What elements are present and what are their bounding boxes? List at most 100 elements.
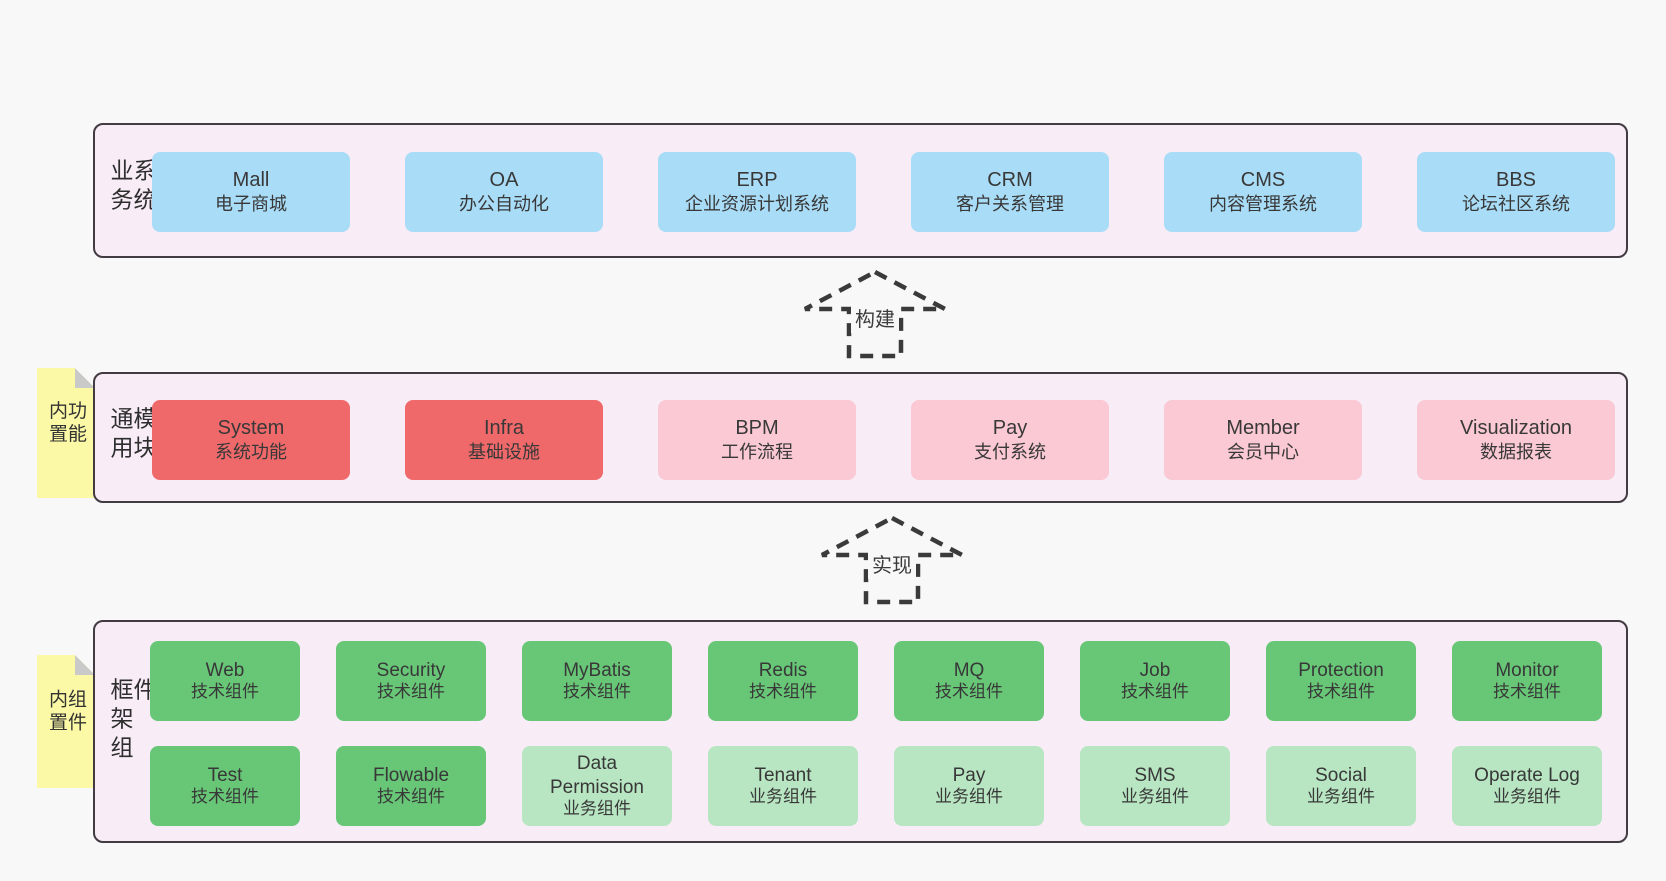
box-title: Infra (483, 417, 525, 440)
box-title: Data Permission (550, 753, 644, 798)
box-crm: CRM 客户关系管理 (911, 152, 1109, 232)
box-title: OA (489, 169, 519, 192)
box-title: BPM (735, 417, 779, 440)
box-system: System 系统功能 (152, 400, 350, 480)
box-subtitle: 系统功能 (215, 442, 287, 463)
box-title: Tenant (754, 765, 812, 787)
box-title: ERP (736, 169, 778, 192)
modules-box-row: System 系统功能 Infra 基础设施 BPM 工作流程 Pay 支付系统… (152, 400, 1615, 480)
box-subtitle: 数据报表 (1480, 442, 1552, 463)
box-subtitle: 会员中心 (1227, 442, 1299, 463)
box-subtitle: 业务组件 (1493, 787, 1561, 807)
box-mq: MQ 技术组件 (894, 641, 1044, 721)
band-business-systems: 业务系统 Mall 电子商城 OA 办公自动化 ERP 企业资源计划系统 CRM… (93, 123, 1628, 258)
box-flowable: Flowable 技术组件 (336, 746, 486, 826)
box-title: MQ (953, 660, 985, 682)
business-box-row: Mall 电子商城 OA 办公自动化 ERP 企业资源计划系统 CRM 客户关系… (152, 152, 1615, 232)
box-title: Pay (992, 417, 1028, 440)
box-title: Monitor (1495, 660, 1559, 682)
band-label: 业务系统 (107, 157, 156, 216)
box-subtitle: 办公自动化 (459, 194, 549, 215)
box-subtitle: 业务组件 (1307, 787, 1375, 807)
box-title: Protection (1298, 660, 1384, 682)
box-tenant: Tenant 业务组件 (708, 746, 858, 826)
box-oa: OA 办公自动化 (405, 152, 603, 232)
box-bpm: BPM 工作流程 (658, 400, 856, 480)
note-fold-corner (75, 368, 95, 388)
box-title: Mall (232, 169, 270, 192)
box-title: Redis (758, 660, 808, 682)
box-mybatis: MyBatis 技术组件 (522, 641, 672, 721)
box-member: Member 会员中心 (1164, 400, 1362, 480)
box-title: Web (205, 660, 245, 682)
note-fold-corner (75, 655, 95, 675)
components-row-1: Web 技术组件 Security 技术组件 MyBatis 技术组件 Redi… (150, 641, 1602, 721)
box-sms: SMS 业务组件 (1080, 746, 1230, 826)
box-subtitle: 业务组件 (749, 787, 817, 807)
box-data-permission: Data Permission 业务组件 (522, 746, 672, 826)
box-subtitle: 基础设施 (468, 442, 540, 463)
box-subtitle: 支付系统 (974, 442, 1046, 463)
box-cms: CMS 内容管理系统 (1164, 152, 1362, 232)
box-pay-component: Pay 业务组件 (894, 746, 1044, 826)
band-label: 通用模块 (107, 405, 156, 464)
box-subtitle: 企业资源计划系统 (685, 194, 829, 215)
box-subtitle: 技术组件 (1493, 682, 1561, 702)
arrow-label: 构建 (851, 302, 899, 333)
box-title: Test (207, 765, 243, 787)
box-subtitle: 论坛社区系统 (1462, 194, 1570, 215)
box-visualization: Visualization 数据报表 (1417, 400, 1615, 480)
box-mall: Mall 电子商城 (152, 152, 350, 232)
box-title: Operate Log (1474, 765, 1580, 787)
band-common-modules: 通用模块 System 系统功能 Infra 基础设施 BPM 工作流程 Pay… (93, 372, 1628, 503)
sticky-note-built-in-features: 内置功能 (37, 368, 95, 498)
arrow-build: 构建 (800, 268, 950, 360)
box-subtitle: 业务组件 (563, 798, 631, 818)
box-social: Social 业务组件 (1266, 746, 1416, 826)
box-title: MyBatis (563, 660, 631, 682)
box-title: Security (376, 660, 446, 682)
box-subtitle: 技术组件 (935, 682, 1003, 702)
box-subtitle: 技术组件 (377, 682, 445, 702)
box-security: Security 技术组件 (336, 641, 486, 721)
box-monitor: Monitor 技术组件 (1452, 641, 1602, 721)
box-title: BBS (1495, 169, 1537, 192)
box-title: CRM (987, 169, 1033, 192)
box-title: SMS (1134, 765, 1176, 787)
box-title: Job (1139, 660, 1171, 682)
box-subtitle: 技术组件 (1121, 682, 1189, 702)
box-protection: Protection 技术组件 (1266, 641, 1416, 721)
box-redis: Redis 技术组件 (708, 641, 858, 721)
box-title: Flowable (372, 765, 450, 787)
box-subtitle: 客户关系管理 (956, 194, 1064, 215)
box-operate-log: Operate Log 业务组件 (1452, 746, 1602, 826)
box-subtitle: 技术组件 (191, 682, 259, 702)
box-job: Job 技术组件 (1080, 641, 1230, 721)
box-title: CMS (1240, 169, 1286, 192)
band-framework-components: 框架组件 Web 技术组件 Security 技术组件 MyBatis 技术组件… (93, 620, 1628, 843)
box-subtitle: 技术组件 (749, 682, 817, 702)
components-row-2: Test 技术组件 Flowable 技术组件 Data Permission … (150, 746, 1602, 826)
arrow-label: 实现 (868, 548, 916, 579)
note-label: 内置组件 (46, 688, 86, 735)
box-subtitle: 电子商城 (215, 194, 287, 215)
note-label: 内置功能 (46, 400, 86, 447)
box-subtitle: 内容管理系统 (1209, 194, 1317, 215)
box-title: System (217, 417, 285, 440)
box-title: Member (1226, 417, 1300, 440)
sticky-note-built-in-components: 内置组件 (37, 655, 95, 788)
box-subtitle: 技术组件 (191, 787, 259, 807)
box-subtitle: 技术组件 (563, 682, 631, 702)
box-title: Visualization (1460, 417, 1572, 440)
box-title: Pay (952, 765, 986, 787)
box-web: Web 技术组件 (150, 641, 300, 721)
band-label: 框架组件 (107, 676, 156, 764)
box-subtitle: 技术组件 (1307, 682, 1375, 702)
box-subtitle: 工作流程 (721, 442, 793, 463)
box-subtitle: 技术组件 (377, 787, 445, 807)
box-erp: ERP 企业资源计划系统 (658, 152, 856, 232)
arrow-implement: 实现 (817, 514, 967, 606)
box-subtitle: 业务组件 (935, 787, 1003, 807)
box-test: Test 技术组件 (150, 746, 300, 826)
